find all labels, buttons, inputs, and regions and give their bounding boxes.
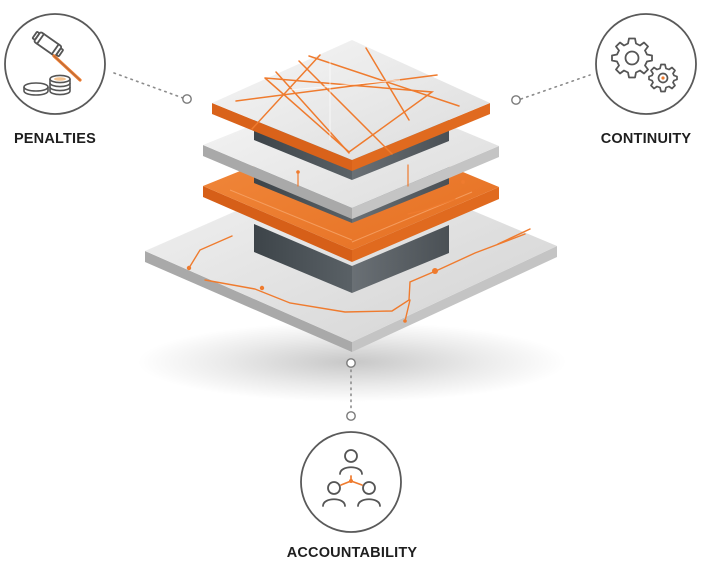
core-lower — [254, 224, 449, 293]
penalties-label: PENALTIES — [13, 131, 97, 147]
accountability-label: ACCOUNTABILITY — [286, 545, 418, 561]
continuity-label: CONTINUITY — [600, 131, 692, 147]
gavel-coins-icon — [4, 13, 106, 115]
gears-icon — [595, 13, 697, 115]
connector-continuity — [511, 74, 591, 105]
top-layer — [212, 40, 490, 171]
connector-penalties — [113, 72, 192, 104]
connector-accountability — [346, 358, 356, 421]
team-hierarchy-icon — [300, 431, 402, 533]
